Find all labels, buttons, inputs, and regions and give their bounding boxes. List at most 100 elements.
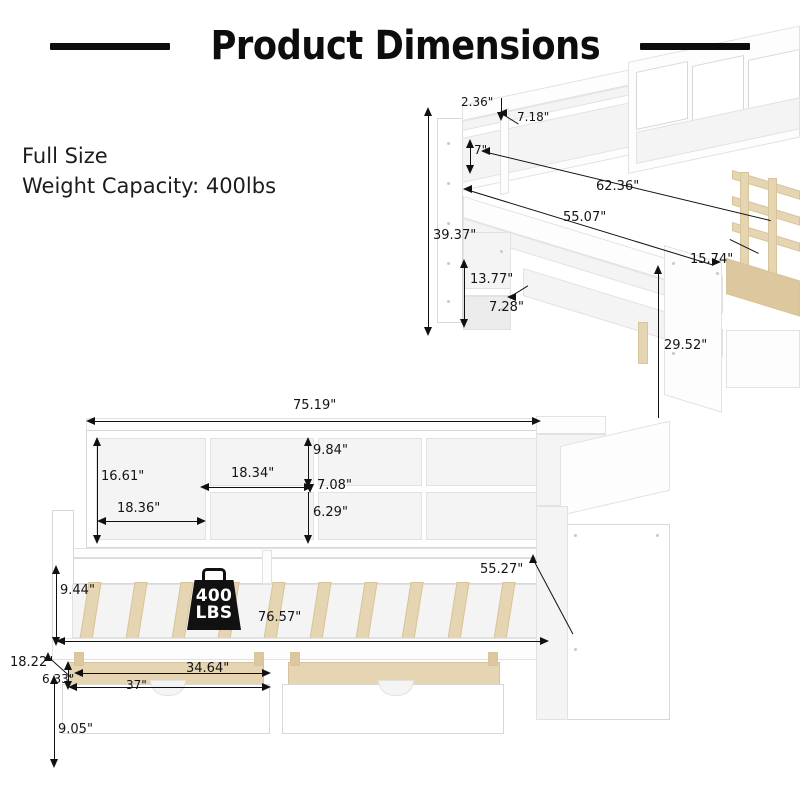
dim-line: [74, 687, 266, 688]
dim-lower-shelf-height: 13.77": [470, 272, 514, 287]
weight-handle-icon: [202, 568, 226, 582]
arrow-head: [44, 652, 52, 661]
drawer-front: [282, 684, 504, 734]
arrow-head: [481, 147, 490, 155]
dim-desk-length: 55.07": [563, 210, 607, 225]
dim-drawer-inner-width: 37": [126, 678, 147, 692]
dim-headboard-length-upper: 62.36": [596, 179, 640, 194]
arrow-head: [654, 265, 662, 274]
weight-capacity-label: Weight Capacity: 400lbs: [22, 173, 277, 198]
screw-dot: [656, 534, 659, 537]
dim-bed-depth-diagonal: 55.27": [480, 562, 524, 577]
dim-drawer-width: 34.64": [186, 661, 230, 676]
headboard-lower-shelf-board: [463, 288, 511, 296]
arrow-head: [262, 669, 271, 677]
arrow-head: [463, 185, 472, 193]
side-unit-front-panel: [566, 524, 670, 720]
dim-line: [54, 678, 55, 764]
dim-line: [501, 98, 502, 114]
arrow-head: [424, 327, 432, 336]
bookcase-compartment: [426, 492, 538, 540]
arrow-head: [97, 517, 106, 525]
dim-lower-cubby-height: 6.29": [313, 505, 348, 520]
bookcase-compartment: [426, 438, 538, 486]
dim-line: [308, 440, 309, 484]
arrow-head: [64, 661, 72, 670]
dim-line: [56, 568, 57, 642]
arrow-head: [304, 479, 312, 488]
arrow-head: [93, 437, 101, 446]
dim-line: [80, 673, 266, 674]
arrow-head: [200, 483, 209, 491]
dim-line: [97, 440, 98, 540]
arrow-head: [304, 437, 312, 446]
screw-dot: [447, 142, 450, 145]
screw-dot: [672, 352, 675, 355]
drawer-runner: [254, 652, 264, 666]
arrow-head: [507, 293, 516, 301]
arrow-head: [466, 139, 474, 148]
arrow-head: [197, 517, 206, 525]
dim-drawer-height: 9.05": [58, 722, 93, 737]
dim-line: [428, 110, 429, 332]
screw-dot: [447, 300, 450, 303]
desk-leg: [638, 322, 648, 364]
dim-shelf-thickness: 7.08": [317, 478, 352, 493]
drawer-runner: [290, 652, 300, 666]
dim-lower-shelf-depth: 7.28": [489, 300, 524, 315]
headboard-lower-cubby: [463, 232, 511, 290]
headboard-bottom-cubby: [463, 296, 511, 330]
dim-overall-width: 75.19": [293, 398, 337, 413]
dim-line: [464, 262, 465, 324]
bookcase-compartment: [210, 492, 314, 540]
page-title: Product Dimensions: [210, 23, 600, 69]
bed-center-post: [262, 550, 272, 584]
screw-dot: [716, 272, 719, 275]
product-info-block: Full Size Weight Capacity: 400lbs: [22, 142, 276, 202]
bookcase-compartment: [318, 492, 422, 540]
weight-capacity-badge-icon: 400 LBS: [186, 568, 242, 630]
screw-dot: [574, 648, 577, 651]
arrow-head: [304, 535, 312, 544]
arrow-head: [93, 535, 101, 544]
arrow-head: [74, 669, 83, 677]
bed-frame-rail: [726, 258, 800, 317]
arrow-head: [460, 259, 468, 268]
page-title-bar: Product Dimensions: [0, 18, 800, 74]
dim-line: [62, 641, 544, 642]
arrow-head: [532, 417, 541, 425]
headboard-left-panel: [437, 118, 463, 323]
bookcase-compartment: [210, 438, 314, 486]
arrow-head: [52, 565, 60, 574]
weight-badge-unit: LBS: [195, 603, 233, 623]
arrow-head: [460, 319, 468, 328]
dim-line: [308, 492, 309, 540]
screw-dot: [500, 250, 503, 253]
arrow-head: [50, 675, 58, 684]
arrow-head: [86, 417, 95, 425]
drawer-runner: [74, 652, 84, 666]
dim-line: [92, 421, 536, 422]
title-rule-right-icon: [640, 42, 751, 50]
side-unit-side-panel: [536, 506, 568, 720]
dim-large-compartment-width: 18.36": [117, 501, 161, 516]
screw-dot: [574, 534, 577, 537]
dim-slat-clearance: 9.44": [60, 583, 95, 598]
arrow-head: [306, 484, 314, 493]
arrow-head: [50, 759, 58, 768]
side-cabinet-panel: [664, 245, 722, 413]
arrow-head: [262, 683, 271, 691]
arrow-head: [466, 165, 474, 174]
dim-frame-to-drawer: 18.22": [10, 655, 54, 670]
dim-cabinet-height: 29.52": [664, 338, 708, 353]
dim-line: [658, 268, 659, 418]
bookcase-compartment: [96, 438, 206, 540]
arrow-head: [498, 109, 507, 117]
arrow-head: [68, 683, 77, 691]
title-rule-left-icon: [49, 42, 170, 50]
dim-upper-cubby-height: 9.84": [313, 443, 348, 458]
dim-bed-length: 76.57": [258, 610, 302, 625]
dim-shelf-offset: 7.18": [517, 110, 550, 124]
arrow-head: [540, 637, 549, 645]
dim-headboard-total-height: 39.37": [433, 228, 477, 243]
